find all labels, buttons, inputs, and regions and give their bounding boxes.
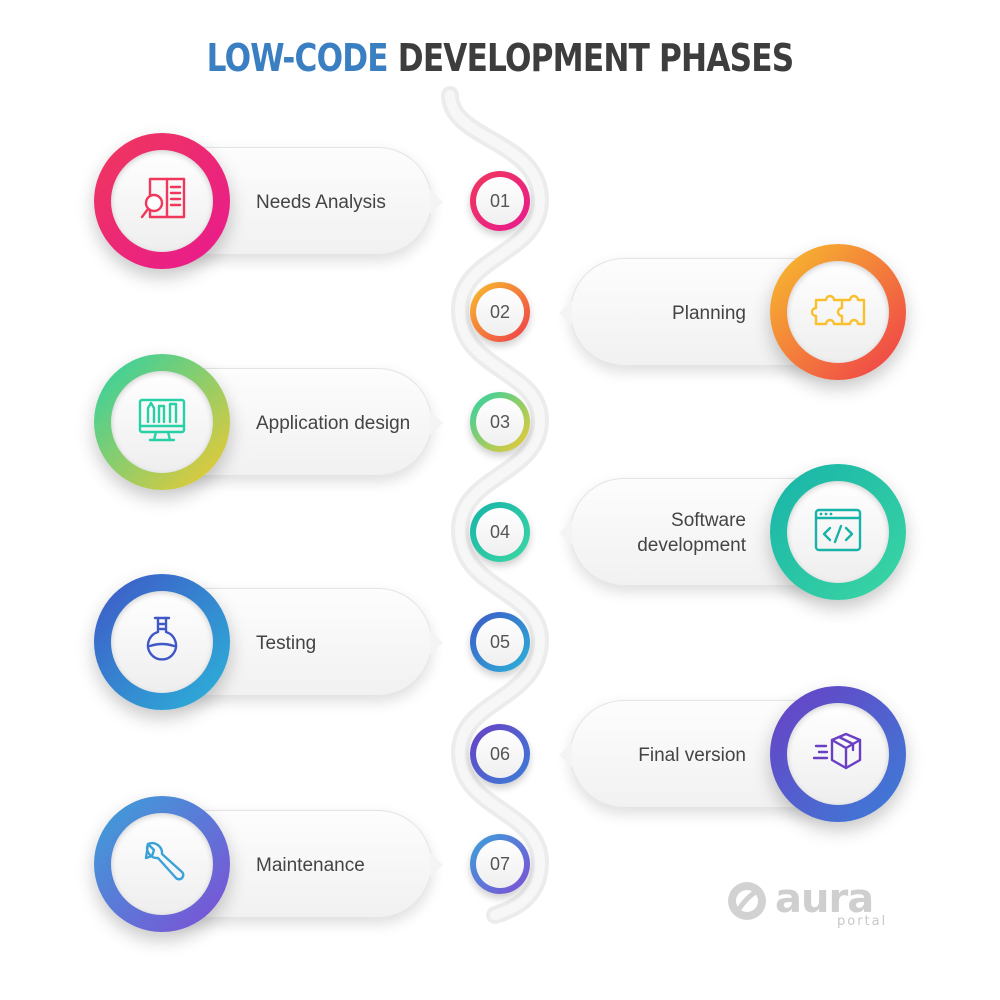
document-search-icon (134, 171, 190, 232)
phase-label: Application design (256, 412, 411, 434)
phase-number: 04 (476, 508, 524, 556)
design-monitor-icon (134, 392, 190, 453)
logo-word: aura (775, 876, 874, 922)
phase-label: Software development (637, 510, 746, 556)
phase-number-badge-02: 02 (470, 282, 530, 342)
wrench-icon (134, 834, 190, 895)
phase-icon-ring-06 (770, 686, 906, 822)
aura-portal-logo: aura portal (725, 876, 885, 936)
aura-logo-icon (728, 882, 766, 920)
phase-label: Testing (256, 632, 317, 654)
phase-number: 07 (476, 840, 524, 888)
phase-number: 03 (476, 398, 524, 446)
flask-icon (134, 612, 190, 673)
phase-number-badge-03: 03 (470, 392, 530, 452)
phase-icon-ring-03 (94, 354, 230, 490)
phase-icon-ring-02 (770, 244, 906, 380)
title-rest: DEVELOPMENT PHASES (397, 36, 794, 80)
phase-label: Needs Analysis (256, 191, 386, 213)
phase-label: Maintenance (256, 854, 365, 876)
phase-icon-ring-01 (94, 133, 230, 269)
phase-number-badge-05: 05 (470, 612, 530, 672)
code-window-icon (810, 502, 866, 563)
title-accent: LOW-CODE (206, 36, 389, 80)
phase-label: Final version (638, 744, 746, 766)
delivery-box-icon (810, 724, 866, 785)
phase-number-badge-01: 01 (470, 171, 530, 231)
phase-icon-ring-05 (94, 574, 230, 710)
phase-icon-ring-07 (94, 796, 230, 932)
puzzle-icon (810, 282, 866, 343)
phase-number: 01 (476, 177, 524, 225)
logo-subword: portal (837, 914, 888, 929)
phase-number-badge-06: 06 (470, 724, 530, 784)
page-title: LOW-CODE DEVELOPMENT PHASES (90, 36, 910, 80)
phase-number: 02 (476, 288, 524, 336)
phase-label: Planning (672, 302, 746, 324)
phase-number-badge-04: 04 (470, 502, 530, 562)
phase-number-badge-07: 07 (470, 834, 530, 894)
phase-number: 05 (476, 618, 524, 666)
phase-number: 06 (476, 730, 524, 778)
phase-icon-ring-04 (770, 464, 906, 600)
